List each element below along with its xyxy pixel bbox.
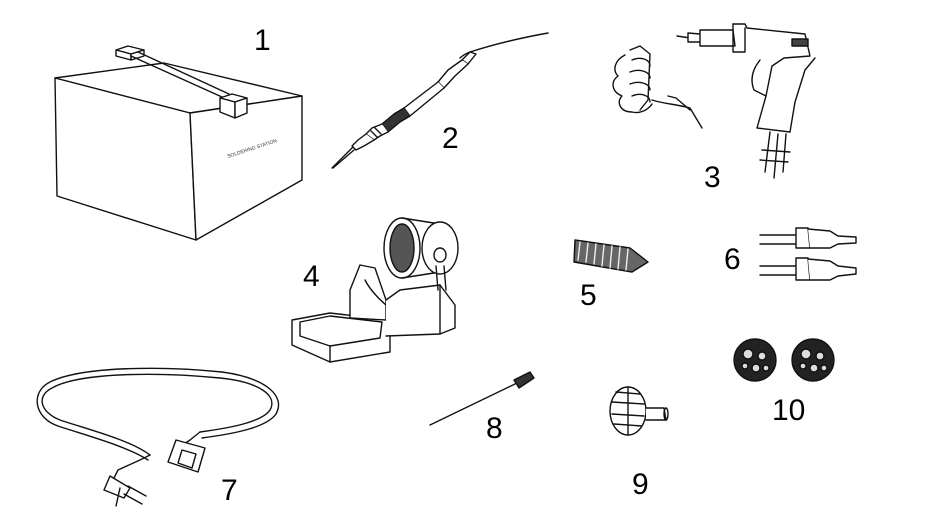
power-cord-icon bbox=[37, 368, 278, 506]
part-number-1: 1 bbox=[254, 24, 271, 57]
desoldering-gun-icon bbox=[613, 24, 815, 178]
filter-pads-icon bbox=[734, 339, 834, 381]
soldering-iron-icon bbox=[332, 33, 548, 168]
part-number-3: 3 bbox=[704, 161, 721, 194]
part-number-5: 5 bbox=[580, 279, 597, 312]
cleaning-pin-icon bbox=[430, 372, 534, 425]
part-number-2: 2 bbox=[442, 122, 459, 155]
part-number-9: 9 bbox=[632, 468, 649, 501]
part-number-6: 6 bbox=[724, 243, 741, 276]
part-number-7: 7 bbox=[221, 474, 238, 507]
part-number-4: 4 bbox=[303, 260, 320, 293]
heater-filter-spring-icon bbox=[574, 240, 648, 272]
filter-cap-icon bbox=[610, 387, 668, 435]
part-number-8: 8 bbox=[486, 412, 503, 445]
part-number-10: 10 bbox=[772, 394, 806, 427]
desoldering-nozzles-icon bbox=[760, 228, 856, 280]
storage-box-icon: SOLDERING STATION bbox=[55, 46, 302, 240]
iron-stand-icon bbox=[292, 218, 458, 362]
